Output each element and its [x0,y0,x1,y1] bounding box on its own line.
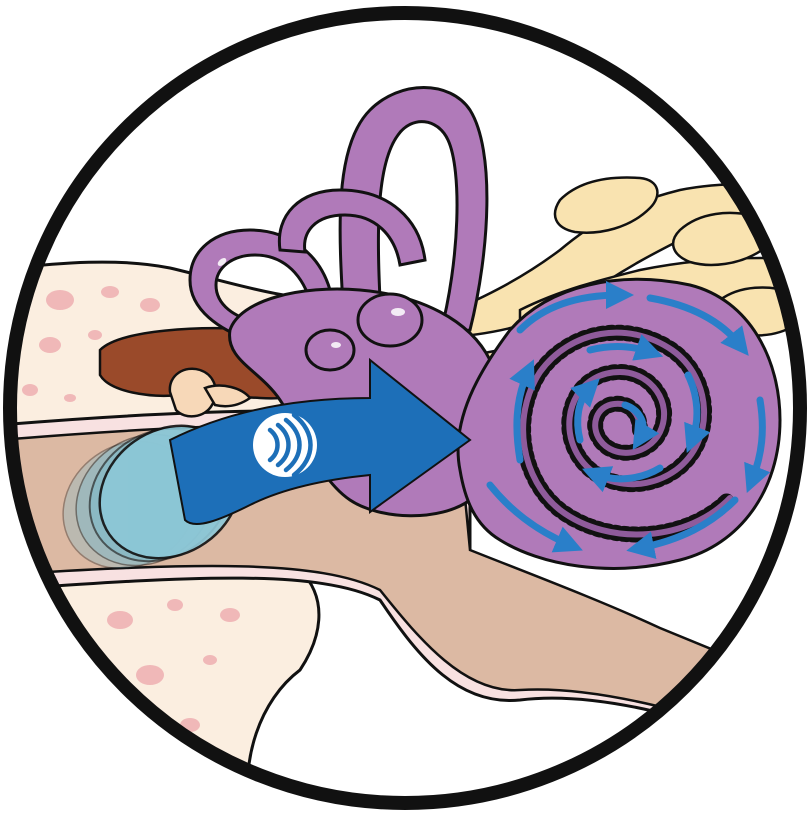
sound-wave-icon [253,413,317,477]
